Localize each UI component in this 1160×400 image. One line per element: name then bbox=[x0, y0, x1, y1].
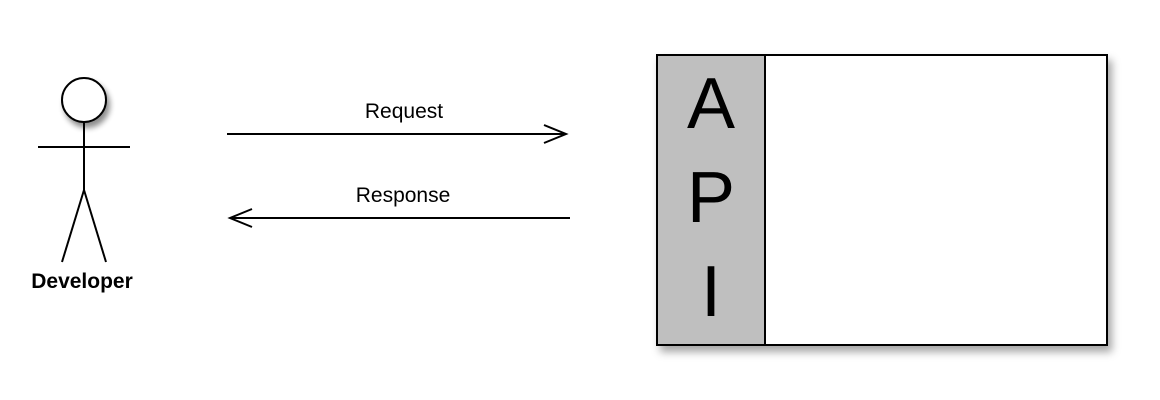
request-label: Request bbox=[364, 100, 444, 123]
developer-actor-icon bbox=[38, 77, 130, 263]
api-side-panel: A P I bbox=[658, 56, 766, 344]
response-label: Response bbox=[355, 184, 451, 207]
api-component: A P I bbox=[656, 54, 1108, 346]
api-letter-i: I bbox=[700, 252, 721, 332]
actor-head bbox=[61, 77, 107, 123]
request-arrow bbox=[227, 124, 569, 144]
api-letter-p: P bbox=[686, 158, 736, 238]
actor-label: Developer bbox=[31, 270, 133, 293]
actor-left-leg bbox=[61, 189, 85, 263]
actor-right-leg bbox=[83, 189, 107, 263]
api-letter-a: A bbox=[686, 64, 736, 144]
response-arrow bbox=[227, 208, 570, 228]
